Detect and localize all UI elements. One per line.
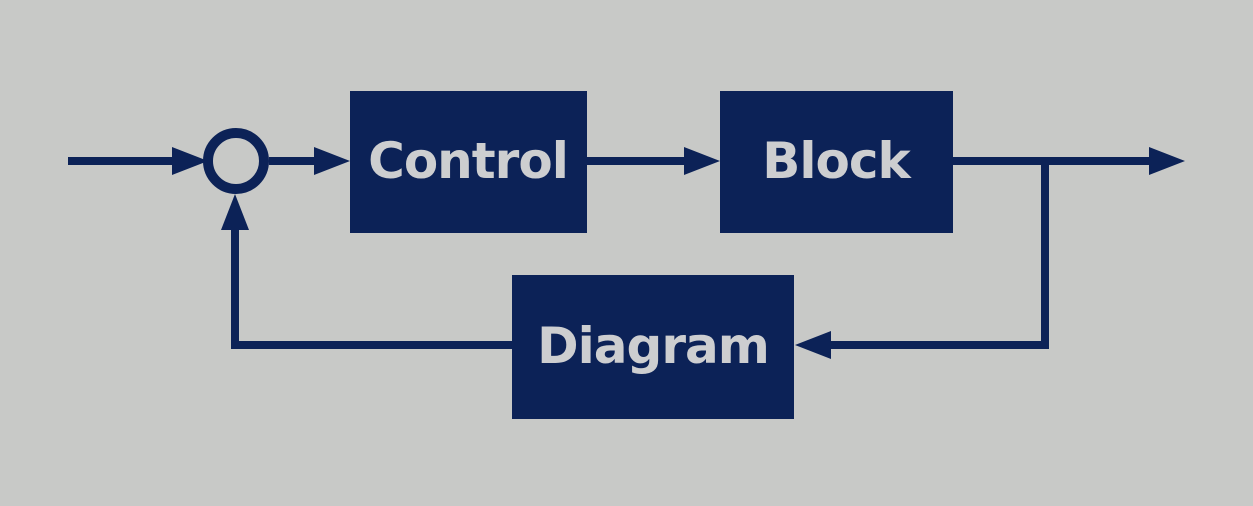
feedback-into-sum-arrowhead-icon (221, 194, 249, 230)
block-box-label: Block (762, 132, 912, 190)
control-to-block-arrowhead-icon (684, 147, 720, 175)
feedback-return-line (231, 226, 512, 349)
diagram-box-rect (512, 275, 794, 419)
input-arrow (68, 147, 208, 175)
block-box: Block (720, 91, 953, 233)
feedback-into-diagram-arrowhead-icon (795, 331, 831, 359)
control-box-rect (350, 91, 587, 233)
summing-junction-circle (203, 128, 269, 194)
output-arrowhead-icon (1149, 147, 1185, 175)
feedback-down-line (827, 161, 1049, 349)
control-box-label: Control (368, 132, 568, 190)
block-box-rect (720, 91, 953, 233)
output-arrow (953, 147, 1185, 175)
diagram-box: Diagram (512, 275, 794, 419)
input-arrowhead-icon (172, 147, 208, 175)
diagram-box-label: Diagram (537, 317, 769, 375)
control-to-block-arrow (587, 147, 720, 175)
sum-to-control-arrowhead-icon (314, 147, 350, 175)
diagram-to-sum-feedback-arrow (221, 194, 512, 349)
output-to-diagram-feedback-arrow (795, 161, 1049, 359)
control-box: Control (350, 91, 587, 233)
sum-to-control-arrow (269, 147, 350, 175)
